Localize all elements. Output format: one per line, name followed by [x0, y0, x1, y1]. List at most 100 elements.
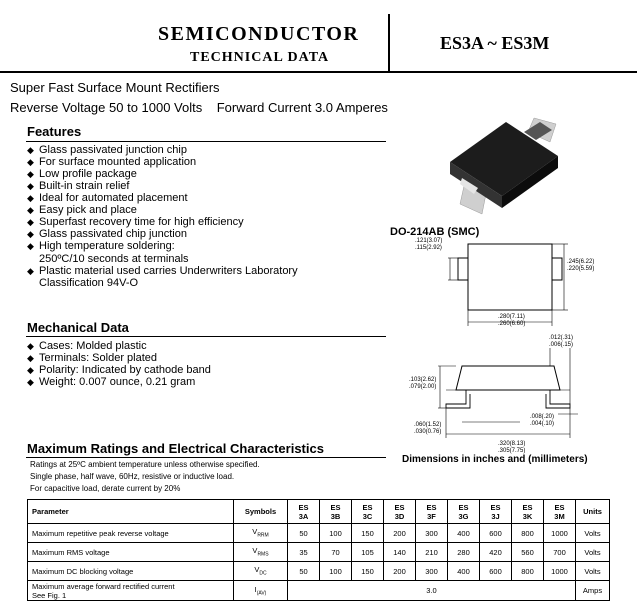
mechanical-item: Polarity: Indicated by cathode band — [27, 364, 211, 376]
table-row: Maximum repetitive peak reverse voltage … — [27, 523, 610, 543]
company-name: SEMICONDUCTOR — [158, 23, 360, 45]
table-cell: 600 — [479, 561, 512, 581]
table-cell: 50 — [287, 561, 320, 581]
feature-item: Plastic material used carries Underwrite… — [27, 265, 298, 277]
mechanical-item: Weight: 0.007 ounce, 0.21 gram — [27, 376, 211, 388]
header-rule — [0, 71, 637, 73]
table-cell: 1000 — [543, 523, 576, 543]
table-cell: 420 — [479, 542, 512, 562]
dim-label: .320(8.13).305(7.75) — [498, 441, 526, 454]
table-cell: 3.0 — [287, 580, 576, 601]
ratings-note: For capacitive load, derate current by 2… — [30, 484, 181, 493]
header-units: Units — [575, 499, 610, 524]
table-cell: 210 — [415, 542, 448, 562]
mechanical-heading: Mechanical Data — [27, 320, 129, 335]
dim-label: .060(1.52).030(0.76) — [414, 422, 442, 435]
feature-item: Low profile package — [27, 168, 244, 180]
table-cell: 700 — [543, 542, 576, 562]
row-unit: Volts — [575, 542, 610, 562]
table-cell: 150 — [351, 561, 384, 581]
dim-label: .280(7.11).260(6.60) — [498, 314, 526, 327]
row-symbol: VDC — [233, 561, 288, 581]
table-cell: 400 — [447, 523, 480, 543]
features-heading: Features — [27, 124, 82, 139]
product-description: Super Fast Surface Mount Rectifiers — [10, 80, 220, 95]
features-list: Glass passivated junction chip For surfa… — [27, 144, 244, 252]
package-photo — [450, 117, 558, 215]
feature-item: Easy pick and place — [27, 204, 244, 216]
table-cell: 1000 — [543, 561, 576, 581]
mechanical-item: Cases: Molded plastic — [27, 340, 211, 352]
feature-item: High temperature soldering: — [27, 240, 244, 252]
table-row: Maximum RMS voltage VRMS 35 70 105 140 2… — [27, 542, 610, 562]
table-cell: 800 — [511, 561, 544, 581]
row-parameter: Maximum repetitive peak reverse voltage — [27, 523, 234, 543]
feature-ul-detail: Classification 94V-O — [39, 277, 139, 289]
row-symbol: VRRM — [233, 523, 288, 543]
row-unit: Volts — [575, 561, 610, 581]
feature-item: Glass passivated chip junction — [27, 228, 244, 240]
table-row: Maximum DC blocking voltage VDC 50 100 1… — [27, 561, 610, 581]
dim-label: .012(.31).006(.15) — [549, 335, 574, 348]
table-cell: 50 — [287, 523, 320, 543]
dim-label: .245(6.22).220(5.59) — [567, 259, 595, 272]
table-cell: 560 — [511, 542, 544, 562]
package-top-view — [448, 243, 568, 326]
header-parameter: Parameter — [27, 499, 234, 524]
header-symbols: Symbols — [233, 499, 288, 524]
dim-label: .103(2.62).079(2.00) — [409, 377, 437, 390]
table-cell: 35 — [287, 542, 320, 562]
table-row: Maximum average forward rectified curren… — [27, 580, 610, 601]
table-cell: 280 — [447, 542, 480, 562]
row-symbol: I(AV) — [233, 580, 288, 601]
feature-soldering-detail: 250ºC/10 seconds at terminals — [39, 253, 189, 265]
feature-item: For surface mounted application — [27, 156, 244, 168]
row-parameter: Maximum RMS voltage — [27, 542, 234, 562]
row-parameter: Maximum DC blocking voltage — [27, 561, 234, 581]
table-cell: 600 — [479, 523, 512, 543]
features-list-cont: Plastic material used carries Underwrite… — [27, 265, 298, 277]
row-parameter: Maximum average forward rectified curren… — [27, 580, 234, 601]
header-subtitle: TECHNICAL DATA — [190, 50, 330, 65]
table-cell: 150 — [351, 523, 384, 543]
table-cell: 200 — [383, 561, 416, 581]
package-side-view — [438, 348, 578, 438]
part-number: ES3A ~ ES3M — [440, 33, 550, 53]
ratings-heading: Maximum Ratings and Electrical Character… — [27, 441, 324, 456]
ratings-note: Ratings at 25ºC ambient temperature unle… — [30, 460, 260, 469]
feature-item: Built-in strain relief — [27, 180, 244, 192]
feature-item: Superfast recovery time for high efficie… — [27, 216, 244, 228]
table-cell: 70 — [319, 542, 352, 562]
table-cell: 400 — [447, 561, 480, 581]
table-cell: 300 — [415, 523, 448, 543]
row-unit: Volts — [575, 523, 610, 543]
table-cell: 140 — [383, 542, 416, 562]
package-name: DO-214AB (SMC) — [390, 226, 480, 238]
table-cell: 800 — [511, 523, 544, 543]
row-symbol: VRMS — [233, 542, 288, 562]
dimensions-caption: Dimensions in inches and (millimeters) — [402, 454, 588, 465]
table-cell: 300 — [415, 561, 448, 581]
ratings-note: Single phase, half wave, 60Hz, resistive… — [30, 472, 235, 481]
table-cell: 100 — [319, 561, 352, 581]
mechanical-list: Cases: Molded plastic Terminals: Solder … — [27, 340, 211, 388]
feature-item: Glass passivated junction chip — [27, 144, 244, 156]
feature-item: Ideal for automated placement — [27, 192, 244, 204]
product-ratings-summary: Reverse Voltage 50 to 1000 Volts Forward… — [10, 100, 388, 115]
mechanical-rule — [26, 336, 386, 337]
dim-label: .121(3.07).115(2.92) — [415, 238, 443, 251]
table-cell: 100 — [319, 523, 352, 543]
table-cell: 200 — [383, 523, 416, 543]
ratings-rule — [26, 457, 386, 458]
mechanical-item: Terminals: Solder plated — [27, 352, 211, 364]
